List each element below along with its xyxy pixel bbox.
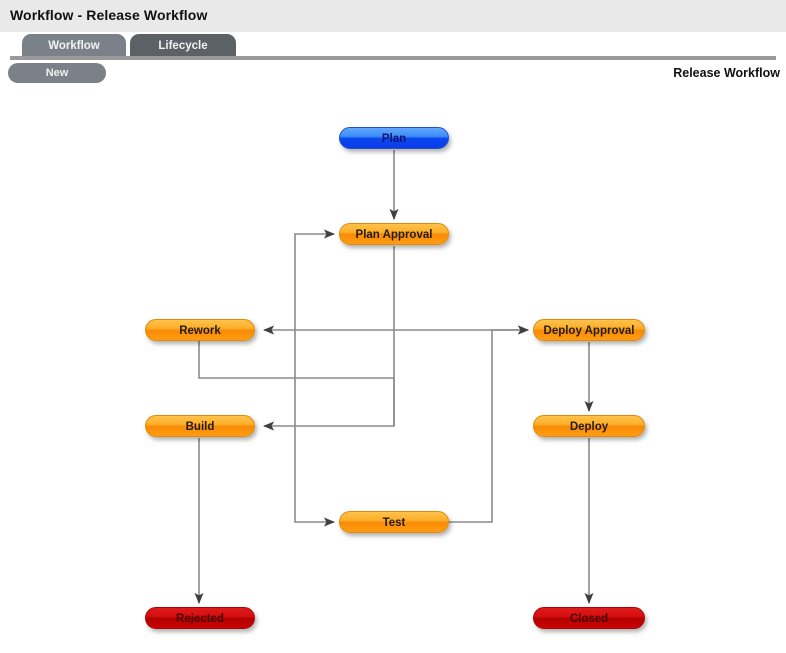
node-deploy-label: Deploy	[569, 421, 609, 433]
edge-return-riser-to-test	[294, 378, 336, 527]
node-closed[interactable]: Closed	[533, 607, 645, 629]
node-deploy[interactable]: Deploy	[533, 415, 645, 437]
node-test[interactable]: Test	[339, 511, 449, 533]
toolbar: New Release Workflow	[0, 60, 786, 86]
node-plan-approval-label: Plan Approval	[355, 229, 433, 241]
workflow-name-label: Release Workflow	[673, 66, 780, 80]
node-plan[interactable]: Plan	[339, 127, 449, 149]
node-build-label: Build	[185, 421, 215, 433]
node-plan-label: Plan	[381, 133, 407, 145]
node-rejected[interactable]: Rejected	[145, 607, 255, 629]
new-button[interactable]: New	[8, 63, 106, 83]
node-deploy-approval-label: Deploy Approval	[543, 325, 635, 337]
node-closed-label: Closed	[569, 613, 609, 625]
node-deploy-approval[interactable]: Deploy Approval	[533, 319, 645, 341]
edge-test-to-deploy-approval	[449, 325, 530, 523]
workflow-edge-layer	[194, 150, 594, 605]
tab-lifecycle[interactable]: Lifecycle	[130, 34, 236, 58]
tab-strip: Workflow Lifecycle	[0, 32, 786, 58]
edge-return-riser-to-plan-approval	[294, 229, 336, 378]
edge-rework-to-plan-approval	[198, 341, 394, 379]
workflow-canvas[interactable]: Plan Plan Approval Rework Deploy Approva…	[0, 86, 786, 653]
page-title: Workflow - Release Workflow	[10, 7, 208, 23]
edge-plan-approval-to-build	[262, 378, 395, 431]
node-rework[interactable]: Rework	[145, 319, 255, 341]
node-plan-approval[interactable]: Plan Approval	[339, 223, 449, 245]
tab-underline-divider	[10, 56, 776, 60]
node-test-label: Test	[382, 517, 406, 529]
node-rework-label: Rework	[179, 325, 221, 337]
window-title-bar: Workflow - Release Workflow	[0, 0, 786, 32]
node-rejected-label: Rejected	[176, 613, 224, 625]
node-build[interactable]: Build	[145, 415, 255, 437]
tab-workflow[interactable]: Workflow	[22, 34, 126, 58]
